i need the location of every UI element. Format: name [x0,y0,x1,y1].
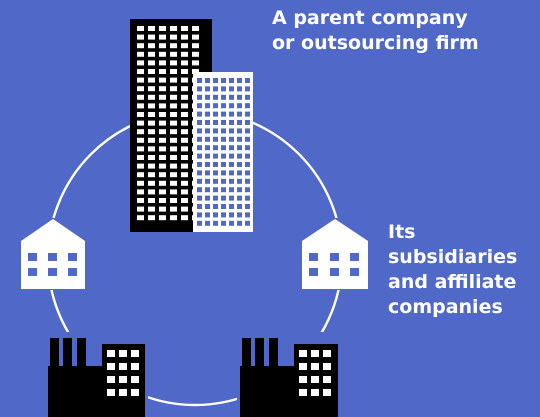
house-icon-right [300,218,370,290]
skyscraper-white-icon [193,72,253,232]
subsidiaries-label-line-1: Its [388,221,416,243]
subsidiaries-label: Its subsidiaries and affiliate companies [388,220,538,320]
factory-icon-right [237,332,341,417]
parent-label-line-2: or outsourcing firm [272,32,479,54]
subsidiaries-label-line-2: subsidiaries [388,246,518,268]
house-icon-left [20,218,87,290]
subsidiaries-label-line-4: companies [388,296,503,318]
parent-label-line-1: A parent company [272,7,468,29]
parent-company-label: A parent company or outsourcing firm [272,6,532,56]
factory-icon-left [46,332,148,417]
subsidiaries-label-line-3: and affiliate [388,271,517,293]
